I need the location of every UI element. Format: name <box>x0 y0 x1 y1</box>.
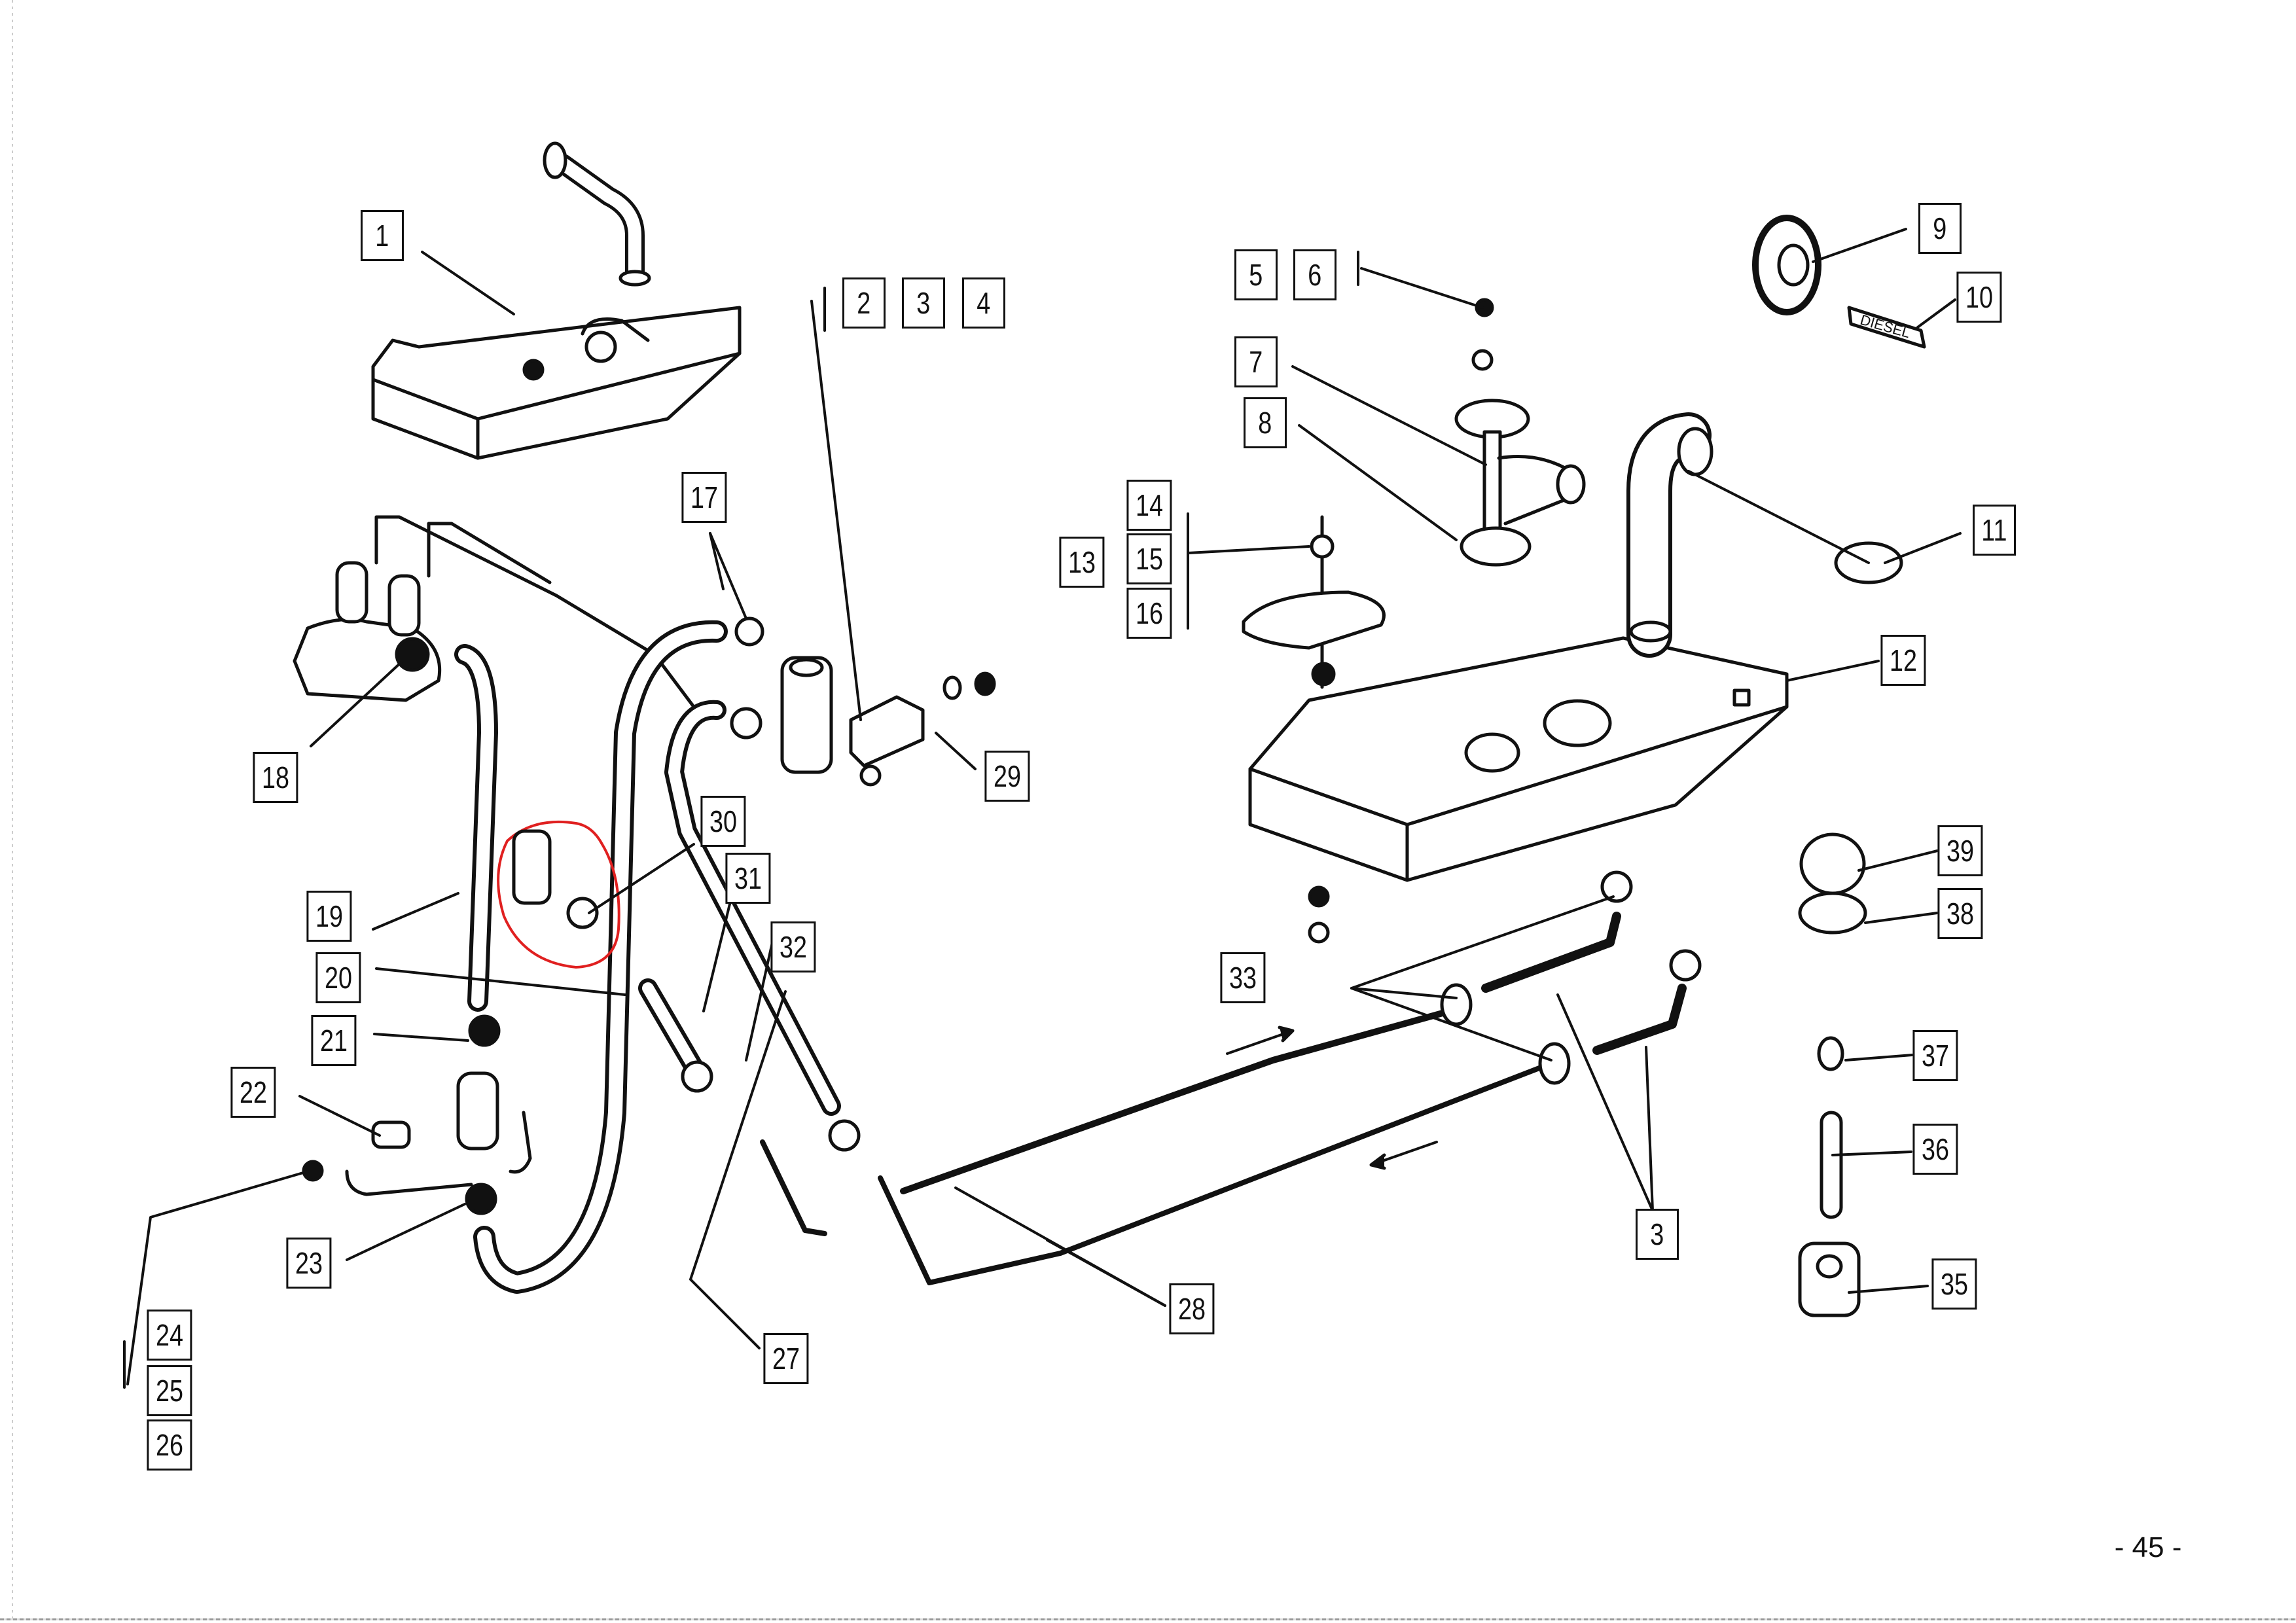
filler-cap <box>1752 215 1821 315</box>
injection-pump <box>293 515 696 709</box>
callout-3-lower: 3 <box>1636 1209 1679 1260</box>
water-separator <box>512 829 599 929</box>
lift-pump <box>302 1014 532 1215</box>
diesel-decal: DIESEL <box>1847 306 1926 349</box>
callout-16: 16 <box>1126 588 1172 639</box>
callout-7: 7 <box>1234 336 1278 387</box>
callout-17: 17 <box>681 472 727 523</box>
callout-33: 33 <box>1220 952 1266 1003</box>
callout-23: 23 <box>286 1238 332 1289</box>
callout-9: 9 <box>1918 203 1962 254</box>
main-fuel-tank <box>1248 412 1789 882</box>
scan-edge-left <box>12 0 13 1623</box>
callout-2: 2 <box>842 277 886 329</box>
callout-4: 4 <box>962 277 1005 329</box>
red-highlight-circle <box>497 820 620 969</box>
callout-27: 27 <box>763 1333 809 1384</box>
filter-bracket <box>849 671 996 787</box>
callout-12: 12 <box>1880 635 1926 686</box>
callout-19: 19 <box>306 891 352 942</box>
reservoir-tank <box>371 141 742 460</box>
callout-13: 13 <box>1059 537 1105 588</box>
callout-14: 14 <box>1126 480 1172 531</box>
page-number: - 45 - <box>2114 1531 2182 1563</box>
callout-31: 31 <box>725 853 771 904</box>
callout-35: 35 <box>1931 1258 1977 1310</box>
callout-32: 32 <box>770 921 816 972</box>
fuel-hoses <box>454 620 841 1294</box>
callout-24: 24 <box>147 1310 192 1361</box>
callout-28: 28 <box>1169 1283 1215 1334</box>
callout-36: 36 <box>1912 1124 1958 1175</box>
strainer-parts <box>1798 832 1867 1317</box>
callout-26: 26 <box>147 1419 192 1471</box>
callout-3: 3 <box>902 277 945 329</box>
leader-lines <box>123 228 1962 1389</box>
mounting-bolt <box>1242 515 1386 689</box>
scan-edge-bottom <box>0 1618 2296 1620</box>
callout-30: 30 <box>700 796 746 847</box>
callout-21: 21 <box>311 1015 357 1066</box>
callout-1: 1 <box>361 210 404 261</box>
callout-25: 25 <box>147 1365 192 1416</box>
fuel-lines <box>681 870 1702 1285</box>
callout-5: 5 <box>1234 249 1278 300</box>
callout-18: 18 <box>253 752 298 803</box>
callout-38: 38 <box>1937 888 1983 939</box>
svg-text:DIESEL: DIESEL <box>1858 312 1912 342</box>
callout-39: 39 <box>1937 825 1983 876</box>
fuel-sender <box>1454 298 1586 567</box>
callout-6: 6 <box>1293 249 1336 300</box>
callout-10: 10 <box>1956 272 2002 323</box>
callout-29: 29 <box>984 751 1030 802</box>
callout-37: 37 <box>1912 1030 1958 1081</box>
callout-8: 8 <box>1244 397 1287 448</box>
callout-15: 15 <box>1126 533 1172 584</box>
callout-20: 20 <box>315 952 361 1003</box>
callout-11: 11 <box>1973 505 2016 556</box>
callout-22: 22 <box>230 1067 276 1118</box>
fuel-filter <box>730 616 833 774</box>
